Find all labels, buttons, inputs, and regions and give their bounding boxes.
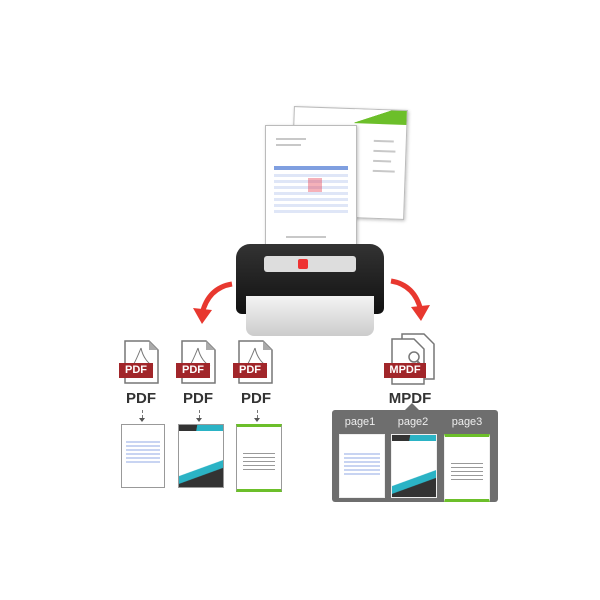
thumbnail-invoice: [121, 424, 165, 488]
pdf-label: PDF: [241, 390, 271, 407]
mpdf-badge: MPDF: [384, 363, 426, 378]
down-arrow-icon: [254, 410, 260, 422]
merged-pages-panel: page1 page2 page3: [332, 403, 498, 502]
pdf-badge: PDF: [233, 363, 267, 378]
pdf-badge: PDF: [176, 363, 210, 378]
thumbnail-brochure: [178, 424, 224, 488]
page-label: page2: [397, 416, 429, 428]
arrow-left-icon: [193, 281, 233, 324]
page-label: page3: [451, 416, 483, 428]
scanner: [236, 236, 384, 336]
down-arrow-icon: [139, 410, 145, 422]
thumbnail-letter: [236, 424, 282, 492]
mpdf-label: MPDF: [388, 390, 432, 407]
pdf-badge: PDF: [119, 363, 153, 378]
page-label: page1: [344, 416, 376, 428]
page3-thumbnail: [444, 434, 490, 502]
arrow-right-icon: [390, 278, 430, 321]
pdf-label: PDF: [183, 390, 213, 407]
pdf-label: PDF: [126, 390, 156, 407]
page2-thumbnail: [391, 434, 437, 498]
scanned-paper-front: [265, 125, 357, 247]
down-arrow-icon: [196, 410, 202, 422]
page1-thumbnail: [339, 434, 385, 498]
